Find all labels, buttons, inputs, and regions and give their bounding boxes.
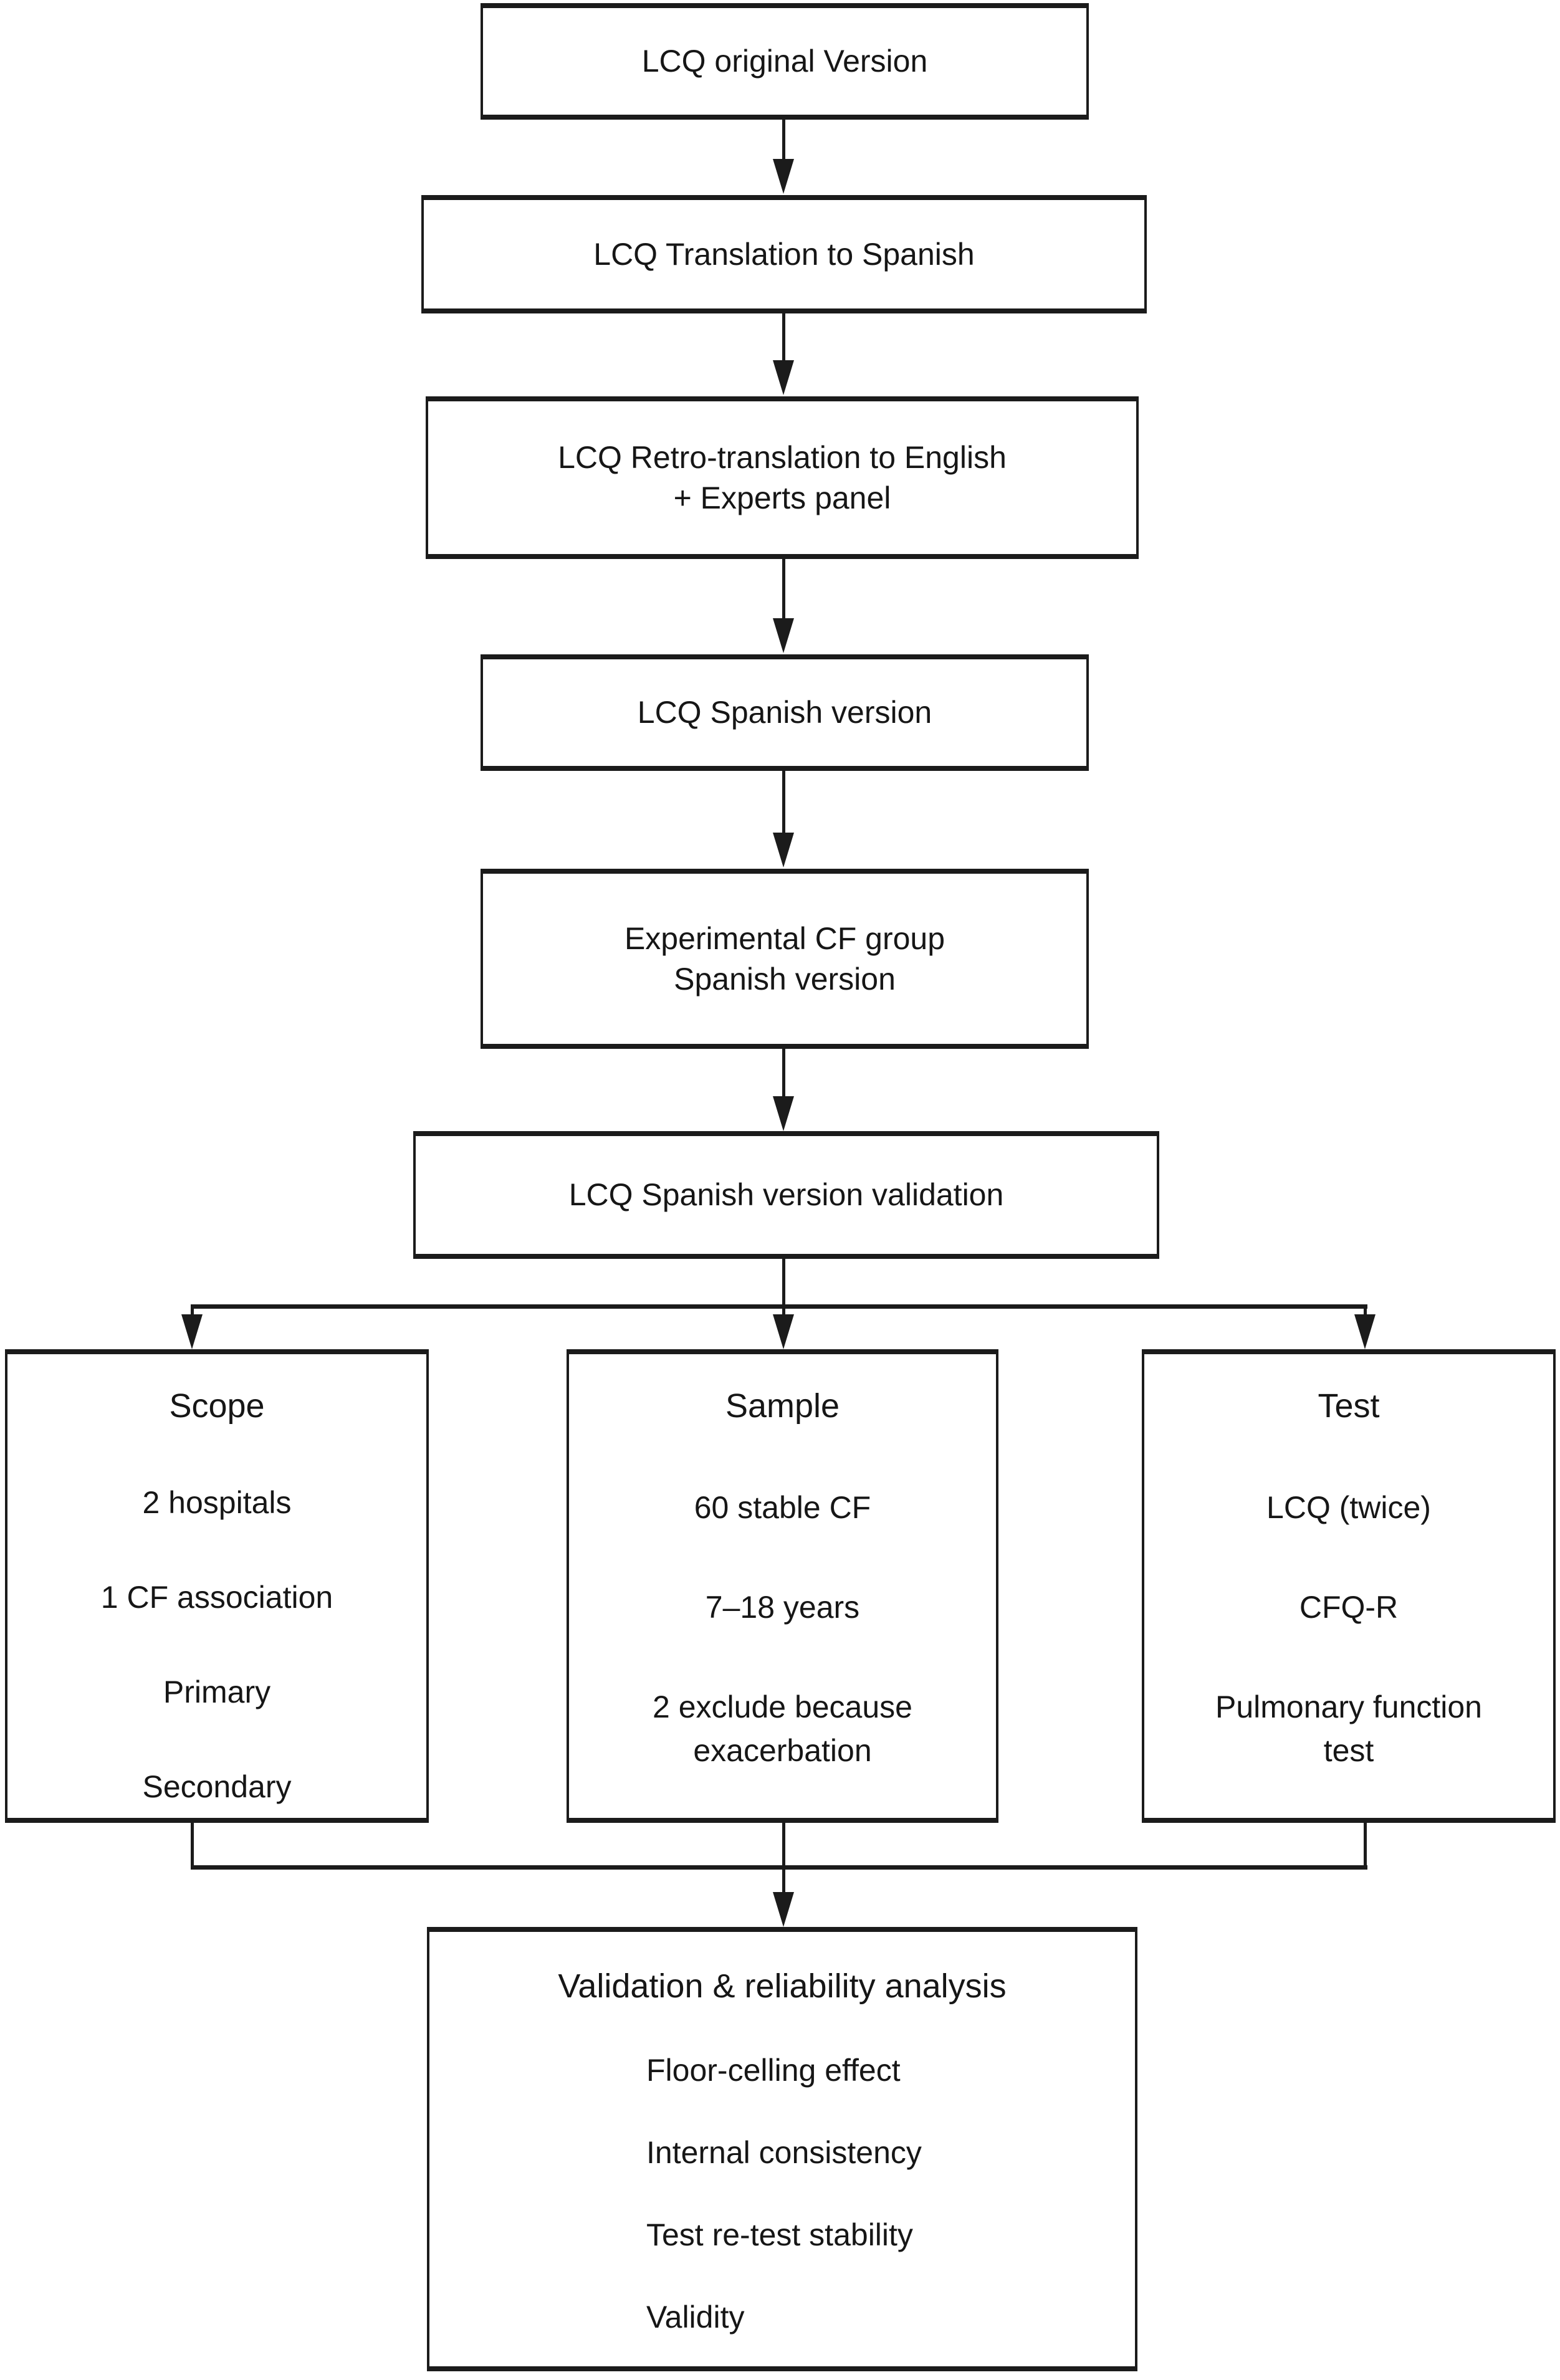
list-item: Floor-celling effect (646, 2053, 901, 2088)
list-item: Test re-test stability (646, 2217, 913, 2252)
flow-box-experimental-cf-group: Experimental CF group Spanish version (481, 869, 1089, 1049)
list-item: Pulmonary function test (1215, 1689, 1482, 1768)
arrow-shaft (782, 771, 785, 836)
arrow-shaft (782, 1049, 785, 1099)
list-item: 2 exclude because exacerbation (653, 1689, 912, 1768)
branch-title: Test (1318, 1387, 1380, 1425)
down-arrowhead-icon (773, 360, 794, 395)
list-item: Primary (163, 1675, 271, 1709)
down-arrowhead-icon (1354, 1314, 1376, 1349)
list-item: LCQ (twice) (1266, 1490, 1431, 1525)
connector-hline (191, 1865, 1367, 1870)
down-arrowhead-icon (773, 618, 794, 653)
box-label: Experimental CF group (624, 920, 945, 956)
list-item: CFQ-R (1299, 1590, 1399, 1625)
down-arrowhead-icon (773, 1096, 794, 1131)
list-item: 2 hospitals (142, 1485, 292, 1520)
arrow-shaft (782, 1870, 785, 1895)
list-item: 7–18 years (705, 1590, 860, 1625)
box-label: LCQ Retro-translation to English (558, 439, 1007, 475)
list-item: 1 CF association (100, 1580, 333, 1615)
box-label: LCQ Spanish version validation (568, 1177, 1004, 1212)
box-label: LCQ Spanish version (637, 695, 932, 730)
box-label: LCQ Translation to Spanish (593, 236, 975, 272)
result-box-validation-reliability: Validation & reliability analysis Floor-… (427, 1927, 1137, 2371)
list-item: Internal consistency (646, 2135, 922, 2170)
box-label-line2: Spanish version (674, 961, 896, 996)
branch-box-test: Test LCQ (twice) CFQ-R Pulmonary functio… (1142, 1349, 1556, 1823)
result-items: Floor-celling effect Internal consistenc… (429, 2005, 1135, 2335)
list-item: 60 stable CF (694, 1490, 871, 1525)
connector-vline (782, 1259, 785, 1307)
branch-box-scope: Scope 2 hospitals 1 CF association Prima… (5, 1349, 429, 1823)
connector-vline (782, 1822, 785, 1870)
result-title: Validation & reliability analysis (558, 1967, 1007, 2005)
arrow-shaft (782, 559, 785, 621)
down-arrowhead-icon (181, 1314, 203, 1349)
list-item: Secondary (142, 1769, 292, 1804)
flow-box-lcq-spanish-version-validation: LCQ Spanish version validation (413, 1131, 1159, 1259)
connector-vline (1364, 1822, 1367, 1870)
box-label-line2: + Experts panel (673, 480, 891, 515)
down-arrowhead-icon (773, 159, 794, 194)
arrow-shaft (782, 120, 785, 163)
branch-box-sample: Sample 60 stable CF 7–18 years 2 exclude… (567, 1349, 998, 1823)
flow-box-lcq-spanish-version: LCQ Spanish version (481, 654, 1089, 771)
box-label: LCQ original Version (641, 44, 928, 79)
branch-title: Sample (725, 1387, 840, 1425)
down-arrowhead-icon (773, 1314, 794, 1349)
connector-hline (191, 1304, 1367, 1309)
flow-box-lcq-retro-translation: LCQ Retro-translation to English + Exper… (426, 396, 1139, 559)
down-arrowhead-icon (773, 1892, 794, 1927)
down-arrowhead-icon (773, 833, 794, 867)
arrow-shaft (782, 313, 785, 363)
connector-vline (191, 1822, 194, 1870)
list-item: Validity (646, 2300, 745, 2335)
branch-title: Scope (169, 1387, 265, 1425)
flow-box-lcq-translation-to-spanish: LCQ Translation to Spanish (421, 195, 1147, 313)
flow-box-lcq-original-version: LCQ original Version (481, 3, 1089, 120)
